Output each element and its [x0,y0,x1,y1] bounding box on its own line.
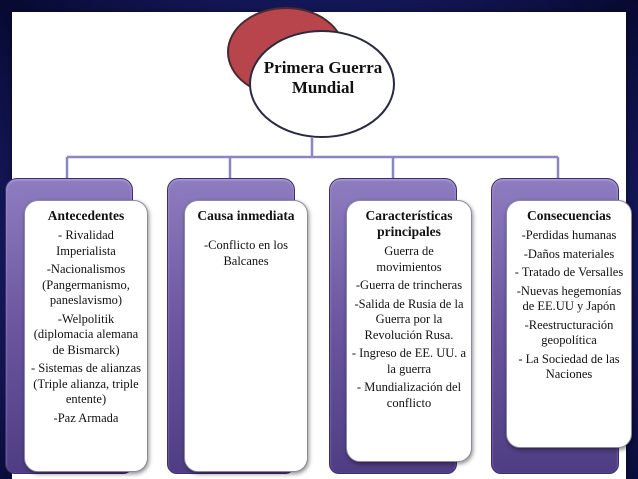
item-line: la guerra [386,361,432,376]
item-line: - Mundialización del [356,380,462,394]
item-line: Revolución Rusa. [364,327,454,342]
heading-line: Características [365,208,453,223]
list-item: -Perdidas humanas [507,228,631,244]
item-line: (Pangermanismo, [42,277,130,292]
item-line: -Perdidas humanas [521,228,617,242]
item-line: -Nacionalismos [46,262,126,276]
item-line: - Tratado de Versalles [514,265,624,279]
list-item: -Guerra de trincheras [347,278,471,294]
item-line: (diplomacia alemana [33,327,139,341]
list-item: - Ingreso de EE. UU. a la guerra [347,346,471,377]
item-line: Guerra de [384,244,434,258]
list-item: -Salida de Rusia de la Guerra por la Rev… [347,297,471,344]
heading-line: principales [377,224,441,239]
item-line: de Bismarck) [52,342,120,357]
list-item: Guerra de movimientos [347,244,471,275]
item-line: movimientos [376,259,442,274]
item-line: Guerra por la [375,312,443,326]
item-line: - Ingreso de EE. UU. a [351,346,467,360]
item-line: (Triple alianza, triple [33,376,139,391]
item-line: Naciones [545,367,593,381]
item-line: - La Sociedad de las [518,351,620,366]
column-card-consecuencias: Consecuencias -Perdidas humanas -Daños m… [506,200,632,448]
list-item: - Sistemas de alianzas (Triple alianza, … [25,361,147,408]
title-ellipse-front [249,30,395,138]
list-item: - Tratado de Versalles [507,265,631,281]
column-heading: Características principales [351,208,467,240]
heading-line: Consecuencias [527,208,611,223]
diagram-title-line: Primera Guerra [263,58,383,77]
heading-line: Causa inmediata [197,208,295,223]
list-item: -Paz Armada [25,411,147,427]
list-item: - Rivalidad Imperialista [25,228,147,259]
list-item: -Conflicto en los Balcanes [185,238,307,269]
column-heading: Causa inmediata [189,208,303,224]
item-line: Balcanes [223,253,269,268]
item-line: entente) [65,392,107,406]
column-card-caracteristicas: Características principales Guerra de mo… [346,200,472,462]
item-line: -Reestructuración [524,317,614,332]
diagram-title-line: Mundial [291,78,355,97]
column-heading: Consecuencias [511,208,627,224]
item-line: paneslavismo) [49,293,123,307]
list-item: -Reestructuración geopolítica [507,318,631,349]
item-line: -Daños materiales [523,246,615,261]
item-line: - Sistemas de alianzas [30,361,142,375]
item-line: -Welpolitik [57,311,115,326]
item-line: -Guerra de trincheras [355,278,463,292]
item-line: - Rivalidad [58,228,114,242]
list-item: - Mundialización del conflicto [347,380,471,411]
item-line: de EE.UU y Japón [522,299,616,313]
diagram-title: Primera Guerra Mundial [258,58,388,98]
column-heading: Antecedentes [29,208,143,224]
item-line: -Nuevas hegemonías [516,283,622,298]
list-item: -Welpolitik (diplomacia alemana de Bisma… [25,312,147,359]
item-line: conflicto [386,395,432,410]
list-item: -Daños materiales [507,247,631,263]
item-line: geopolítica [541,333,597,347]
item-line: -Conflicto en los [203,238,288,252]
heading-line: Antecedentes [47,208,125,223]
list-item: -Nacionalismos (Pangermanismo, paneslavi… [25,262,147,309]
item-line: -Salida de Rusia de la [354,296,464,311]
item-line: Imperialista [56,243,116,258]
column-card-causa-inmediata: Causa inmediata -Conflicto en los Balcan… [184,200,308,472]
list-item: -Nuevas hegemonías de EE.UU y Japón [507,284,631,315]
list-item: - La Sociedad de las Naciones [507,352,631,383]
column-card-antecedentes: Antecedentes - Rivalidad Imperialista -N… [24,200,148,472]
item-line: -Paz Armada [53,410,119,425]
